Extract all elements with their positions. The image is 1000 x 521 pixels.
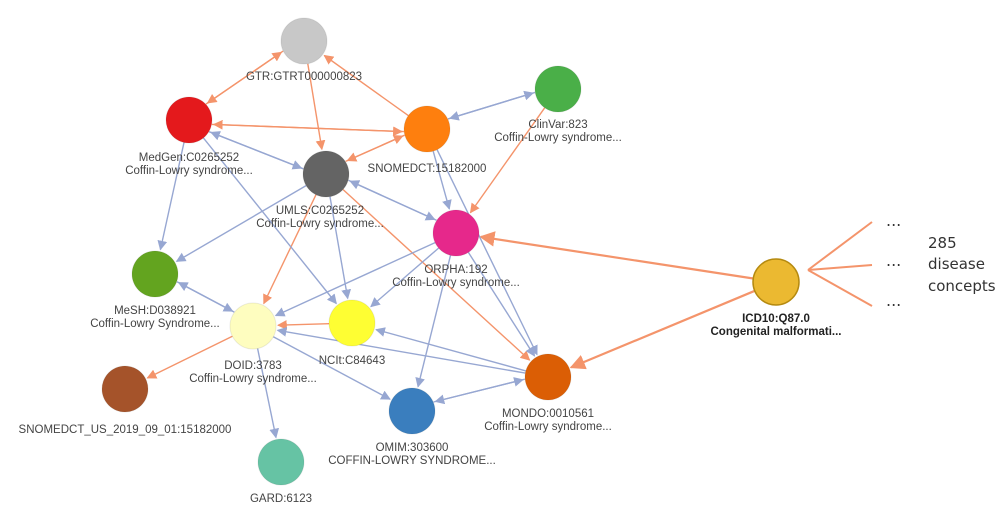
node-circle-orpha[interactable]: [432, 209, 480, 257]
node-circle-icd10[interactable]: [752, 258, 800, 306]
node-label-medgen-0: MedGen:C0265252: [139, 152, 239, 164]
node-label-clinvar-1: Coffin-Lowry syndrome...: [494, 132, 622, 144]
node-circle-snomedct[interactable]: [403, 105, 451, 153]
node-circle-mesh[interactable]: [131, 250, 179, 298]
edge-doid-to-snomedus: [146, 335, 233, 379]
edge-snomedct-to-medgen: [212, 119, 404, 133]
edge-mondo-to-doid: [276, 326, 526, 374]
edge-icd10-to-orpha: [479, 231, 754, 280]
node-label-doid-1: Coffin-Lowry syndrome...: [189, 373, 317, 385]
edge-doid-to-gard: [256, 348, 280, 439]
edge-omim-to-mondo: [433, 377, 524, 403]
node-circle-ncit[interactable]: [328, 299, 376, 347]
node-circle-medgen[interactable]: [165, 96, 213, 144]
node-label-orpha-1: Coffin-Lowry syndrome...: [392, 277, 520, 289]
edge-medgen-to-gtr: [205, 51, 283, 105]
nodes-layer: GTR:GTRT000000823MedGen:C0265252Coffin-L…: [19, 17, 842, 505]
node-snomedct[interactable]: SNOMEDCT:15182000: [368, 105, 487, 175]
node-label-gard-0: GARD:6123: [250, 493, 312, 505]
edge-clinvar-to-snomedct: [448, 91, 536, 121]
edge-mondo-to-ncit: [375, 327, 526, 372]
node-label-doid-0: DOID:3783: [224, 360, 282, 372]
edge-clinvar-to-orpha: [469, 107, 546, 214]
node-snomedus[interactable]: SNOMEDCT_US_2019_09_01:15182000: [19, 365, 232, 436]
fan-caption-word2: concepts: [928, 277, 996, 295]
fan-ellipsis-top: ...: [886, 211, 901, 230]
node-label-mesh-0: MeSH:D038921: [114, 305, 196, 317]
edge-gtr-to-umls: [307, 63, 326, 151]
fan-ellipsis-bottom: ...: [886, 291, 901, 310]
node-circle-mondo[interactable]: [524, 353, 572, 401]
node-label-clinvar-0: ClinVar:823: [528, 119, 587, 131]
node-circle-snomedus[interactable]: [101, 365, 149, 413]
fan-caption-word1: disease: [928, 255, 985, 273]
edges-layer: [146, 50, 756, 439]
edge-orpha-to-umls: [349, 180, 437, 221]
edge-orpha-to-omim: [415, 255, 452, 388]
node-label-mesh-1: Coffin-Lowry Syndrome...: [90, 318, 220, 330]
node-gtr[interactable]: GTR:GTRT000000823: [246, 17, 362, 83]
edge-medgen-to-mesh: [157, 142, 185, 251]
edge-doid-to-mesh: [177, 281, 235, 313]
node-circle-doid[interactable]: [229, 302, 277, 350]
edge-snomedct-to-mondo: [436, 149, 538, 356]
fan-caption-count: 285: [928, 234, 957, 252]
node-label-icd10-1: Congenital malformati...: [711, 326, 842, 338]
node-label-ncit-0: NCIt:C84643: [319, 355, 385, 367]
edge-umls-to-ncit: [329, 196, 352, 300]
edge-snomedct-to-gtr: [323, 54, 409, 117]
fan-line-bottom: [807, 269, 873, 307]
node-circle-gard[interactable]: [257, 438, 305, 486]
node-circle-clinvar[interactable]: [534, 65, 582, 113]
node-label-mondo-0: MONDO:0010561: [502, 408, 594, 420]
edge-snomedct-to-orpha: [432, 151, 452, 210]
edge-medgen-to-umls: [208, 131, 303, 170]
edge-icd10-to-mondo: [569, 289, 756, 370]
node-ncit[interactable]: NCIt:C84643: [319, 299, 385, 367]
node-label-umls-1: Coffin-Lowry syndrome...: [256, 218, 384, 230]
edge-orpha-to-doid: [274, 241, 436, 317]
node-gard[interactable]: GARD:6123: [250, 438, 312, 505]
edge-umls-to-mondo: [342, 188, 531, 361]
node-circle-gtr[interactable]: [280, 17, 328, 65]
edge-umls-to-snomedct: [345, 135, 404, 163]
node-label-umls-0: UMLS:C0265252: [276, 205, 364, 217]
node-circle-umls[interactable]: [302, 150, 350, 198]
node-label-snomedus-0: SNOMEDCT_US_2019_09_01:15182000: [19, 424, 232, 436]
node-label-omim-0: OMIM:303600: [376, 442, 449, 454]
node-label-medgen-1: Coffin-Lowry syndrome...: [125, 165, 253, 177]
edge-orpha-to-ncit: [370, 247, 440, 308]
node-label-omim-1: COFFIN-LOWRY SYNDROME...: [328, 455, 496, 467]
node-label-gtr-0: GTR:GTRT000000823: [246, 71, 362, 83]
node-circle-omim[interactable]: [388, 387, 436, 435]
node-label-snomedct-0: SNOMEDCT:15182000: [368, 163, 487, 175]
node-label-mondo-1: Coffin-Lowry syndrome...: [484, 421, 612, 433]
node-label-orpha-0: ORPHA:192: [424, 264, 487, 276]
fan-line-middle: [807, 264, 873, 271]
node-label-icd10-0: ICD10:Q87.0: [742, 313, 810, 325]
edge-orpha-to-mondo: [467, 252, 536, 357]
fan-out-group: ... ... ... 285 disease concepts: [807, 211, 996, 310]
edge-ncit-to-doid: [277, 320, 330, 330]
edge-umls-to-doid: [263, 194, 317, 305]
fan-ellipsis-middle: ...: [886, 251, 901, 270]
edge-doid-to-omim: [272, 336, 391, 400]
edge-umls-to-mesh: [175, 184, 307, 263]
edge-medgen-to-ncit: [202, 137, 337, 305]
fan-line-top: [807, 221, 873, 271]
